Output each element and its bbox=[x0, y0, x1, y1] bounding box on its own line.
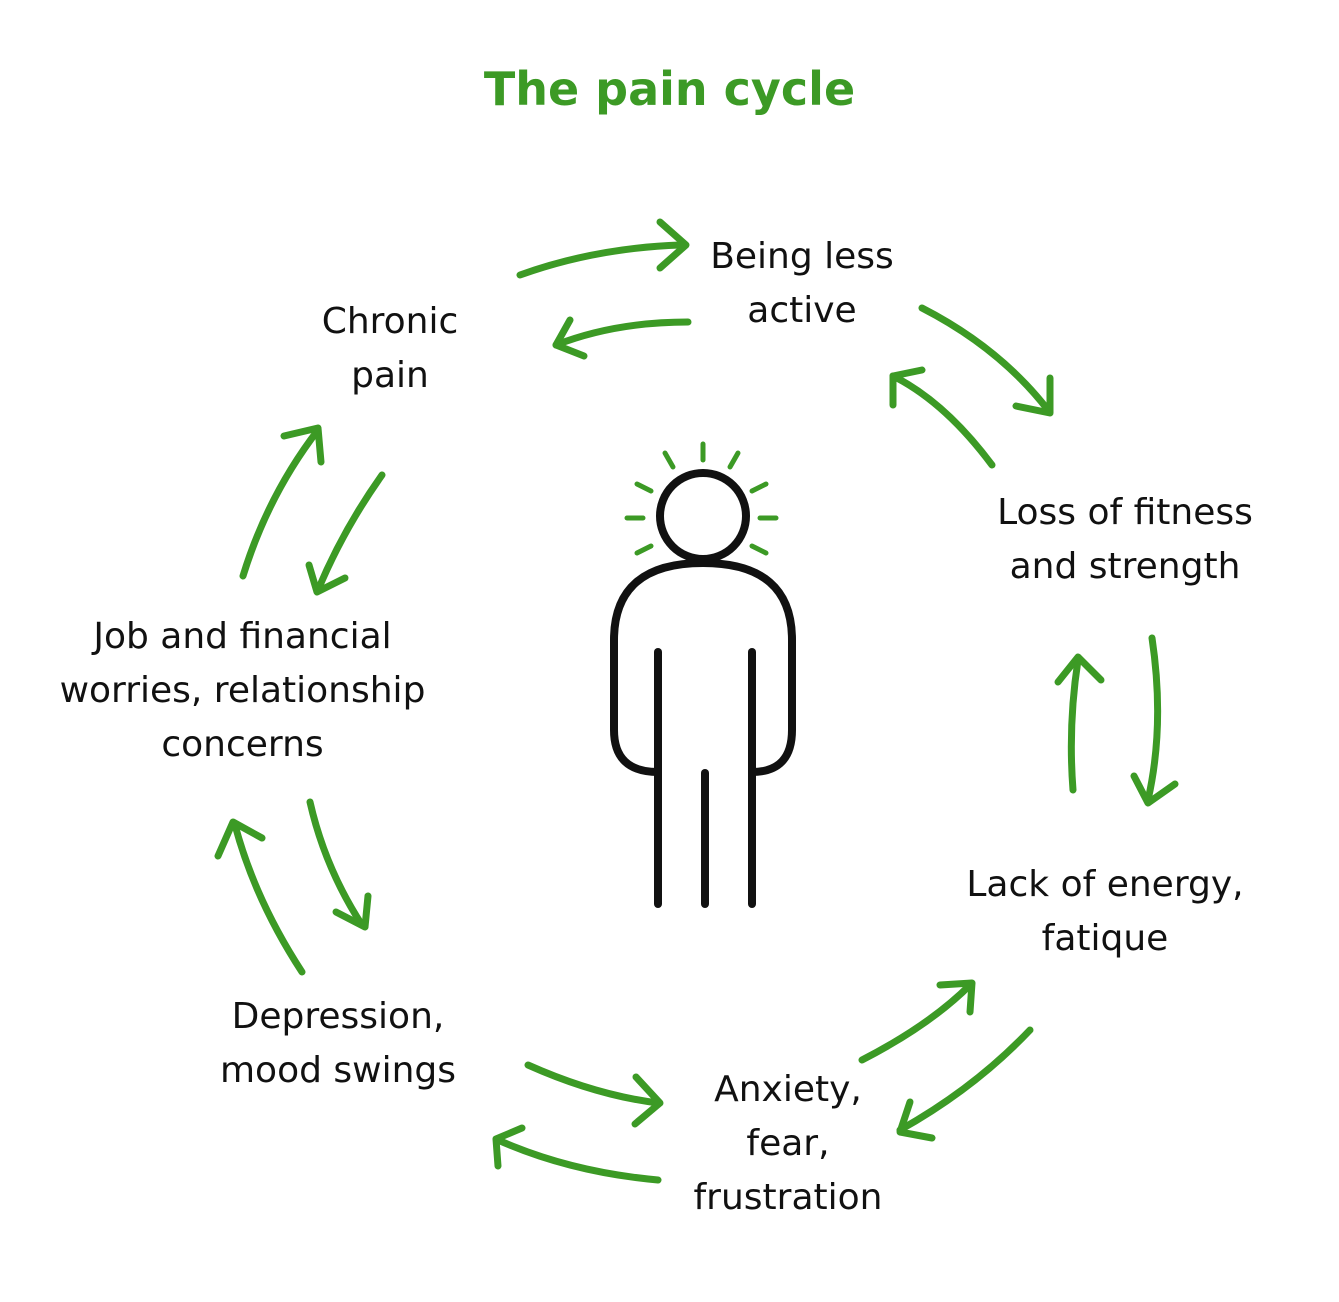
arrow-job-to-chronic bbox=[239, 424, 325, 580]
arrow-depression-to-anxiety bbox=[524, 1061, 664, 1128]
arrow-anxiety-to-energy bbox=[858, 979, 976, 1064]
node-line: concerns bbox=[161, 724, 324, 765]
arrow-active-to-fitness bbox=[918, 304, 1054, 417]
node-line: Job and financial bbox=[93, 616, 392, 657]
arrow-energy-to-anxiety bbox=[896, 1026, 1034, 1142]
node-loss-of-fitness: Loss of fitness and strength bbox=[975, 486, 1275, 594]
arrow-job-to-depression bbox=[306, 798, 372, 931]
node-line: pain bbox=[351, 355, 429, 396]
node-job-worries: Job and financial worries, relationship … bbox=[40, 610, 445, 772]
arrow-active-to-chronic bbox=[552, 316, 692, 360]
arrow-fitness-to-active bbox=[889, 366, 996, 469]
arrow-chronic-to-job bbox=[305, 471, 386, 596]
node-line: Depression, bbox=[231, 996, 445, 1037]
node-lack-of-energy: Lack of energy, fatique bbox=[950, 858, 1260, 966]
node-chronic-pain: Chronic pain bbox=[290, 295, 490, 403]
diagram-title: The pain cycle bbox=[483, 62, 856, 116]
arrow-energy-to-fitness bbox=[1054, 653, 1105, 794]
node-line: fatique bbox=[1041, 918, 1169, 959]
arrow-depression-to-job bbox=[214, 818, 306, 976]
node-line: Being less bbox=[710, 236, 894, 277]
node-depression: Depression, mood swings bbox=[198, 990, 478, 1098]
node-line: Loss of fitness bbox=[997, 492, 1253, 533]
arrow-anxiety-to-depression bbox=[492, 1124, 662, 1184]
arrow-fitness-to-energy bbox=[1130, 634, 1179, 807]
node-line: fear, bbox=[746, 1123, 830, 1164]
node-line: mood swings bbox=[219, 1050, 457, 1091]
node-being-less-active: Being less active bbox=[682, 230, 922, 338]
node-line: Lack of energy, bbox=[966, 864, 1244, 905]
person-with-pain-icon bbox=[610, 441, 796, 908]
node-anxiety: Anxiety, fear, frustration bbox=[668, 1063, 908, 1225]
node-line: worries, relationship bbox=[59, 670, 426, 711]
node-line: Anxiety, bbox=[714, 1069, 862, 1110]
node-line: Chronic bbox=[321, 301, 459, 342]
node-line: frustration bbox=[693, 1177, 883, 1218]
node-line: active bbox=[747, 290, 857, 331]
node-line: and strength bbox=[1009, 546, 1241, 587]
arrow-chronic-to-active bbox=[516, 218, 690, 279]
